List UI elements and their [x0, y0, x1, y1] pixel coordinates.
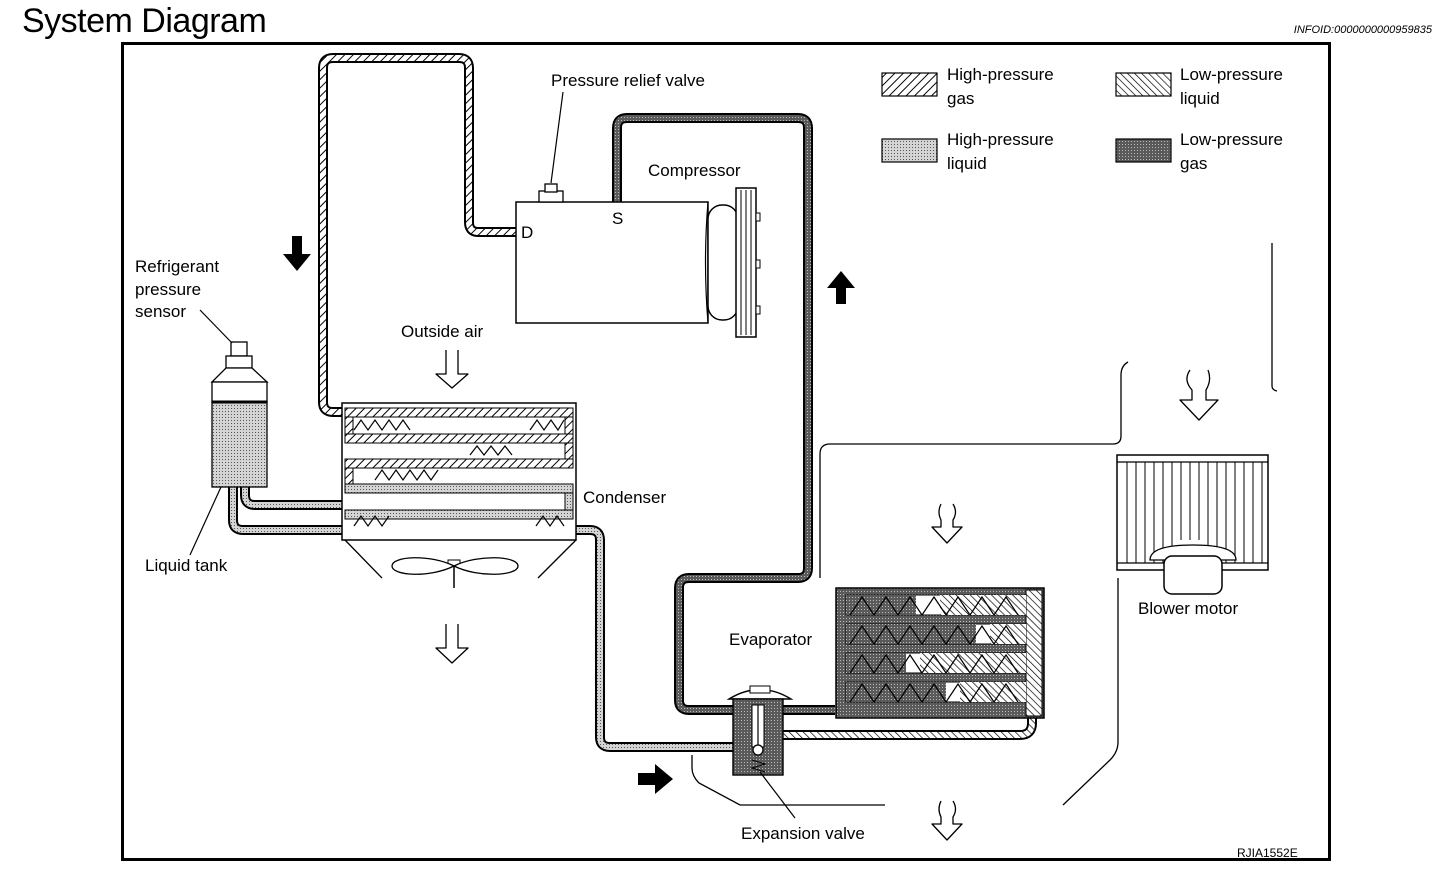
lp-gas-pipe	[612, 113, 835, 715]
blower-motor	[1163, 555, 1223, 595]
port-s-label: S	[612, 209, 623, 228]
legend-hp-liquid-line1: High-pressure	[947, 130, 1054, 149]
pressure-relief-valve-label: Pressure relief valve	[551, 71, 705, 90]
liquid-tank-label: Liquid tank	[145, 556, 228, 575]
sensor-label-line2: pressure	[135, 280, 201, 299]
flow-arrow-right-icon	[638, 764, 673, 794]
condenser-fan-icon	[391, 557, 519, 588]
pressure-relief-valve	[538, 91, 564, 203]
legend-hp-gas-line2: gas	[947, 89, 974, 108]
expansion-valve	[726, 685, 794, 776]
legend-swatch-hp-liquid	[881, 138, 938, 163]
legend-swatch-lp-gas	[1115, 138, 1172, 163]
air-arrow-icon	[931, 503, 963, 544]
legend-lp-gas-line2: gas	[1180, 154, 1207, 173]
evaporator-label: Evaporator	[729, 630, 812, 649]
info-id: INFOID:0000000000959835	[1293, 24, 1432, 36]
hp-gas-pipe	[318, 53, 516, 417]
blower-motor-label: Blower motor	[1138, 599, 1238, 618]
page-title: System Diagram	[22, 2, 267, 40]
refrigerant-flow-arrows	[283, 236, 855, 794]
air-arrow-icon	[435, 624, 469, 664]
evaporator	[835, 587, 1045, 719]
sensor-label-line1: Refrigerant	[135, 257, 219, 276]
compressor-pulley	[707, 204, 739, 321]
flow-arrow-down-icon	[283, 236, 311, 271]
air-arrow-icon	[931, 800, 963, 841]
diagram-frame	[121, 42, 1331, 861]
legend-swatch-hp-gas	[881, 72, 938, 97]
refrigerant-pressure-sensor	[230, 341, 248, 357]
hp-liquid-pipe	[228, 482, 735, 752]
outside-air-label: Outside air	[401, 322, 484, 341]
airflow-arrows	[435, 350, 1219, 841]
compressor	[515, 187, 761, 338]
legend-hp-gas-line1: High-pressure	[947, 65, 1054, 84]
sensor-label-line3: sensor	[135, 302, 186, 321]
expansion-valve-label: Expansion valve	[741, 824, 865, 843]
legend-swatch-lp-liquid	[1115, 72, 1172, 97]
condenser	[341, 402, 577, 579]
legend-lp-gas-line1: Low-pressure	[1180, 130, 1283, 149]
flow-arrow-up-icon	[827, 271, 855, 304]
hvac-duct	[691, 243, 1278, 806]
port-d-label: D	[521, 223, 533, 242]
blower	[1116, 454, 1269, 595]
lp-liquid-pipe	[780, 718, 1037, 740]
legend: High-pressure gas Low-pressure liquid Hi…	[881, 65, 1283, 173]
air-arrow-icon	[435, 350, 469, 389]
air-arrow-icon	[1179, 369, 1219, 421]
legend-hp-liquid-line2: liquid	[947, 154, 987, 173]
legend-lp-liquid-line2: liquid	[1180, 89, 1220, 108]
condenser-label: Condenser	[583, 488, 667, 507]
legend-lp-liquid-line1: Low-pressure	[1180, 65, 1283, 84]
compressor-label: Compressor	[648, 161, 741, 180]
figure-code: RJIA1552E	[1237, 846, 1298, 860]
liquid-tank	[210, 341, 269, 488]
